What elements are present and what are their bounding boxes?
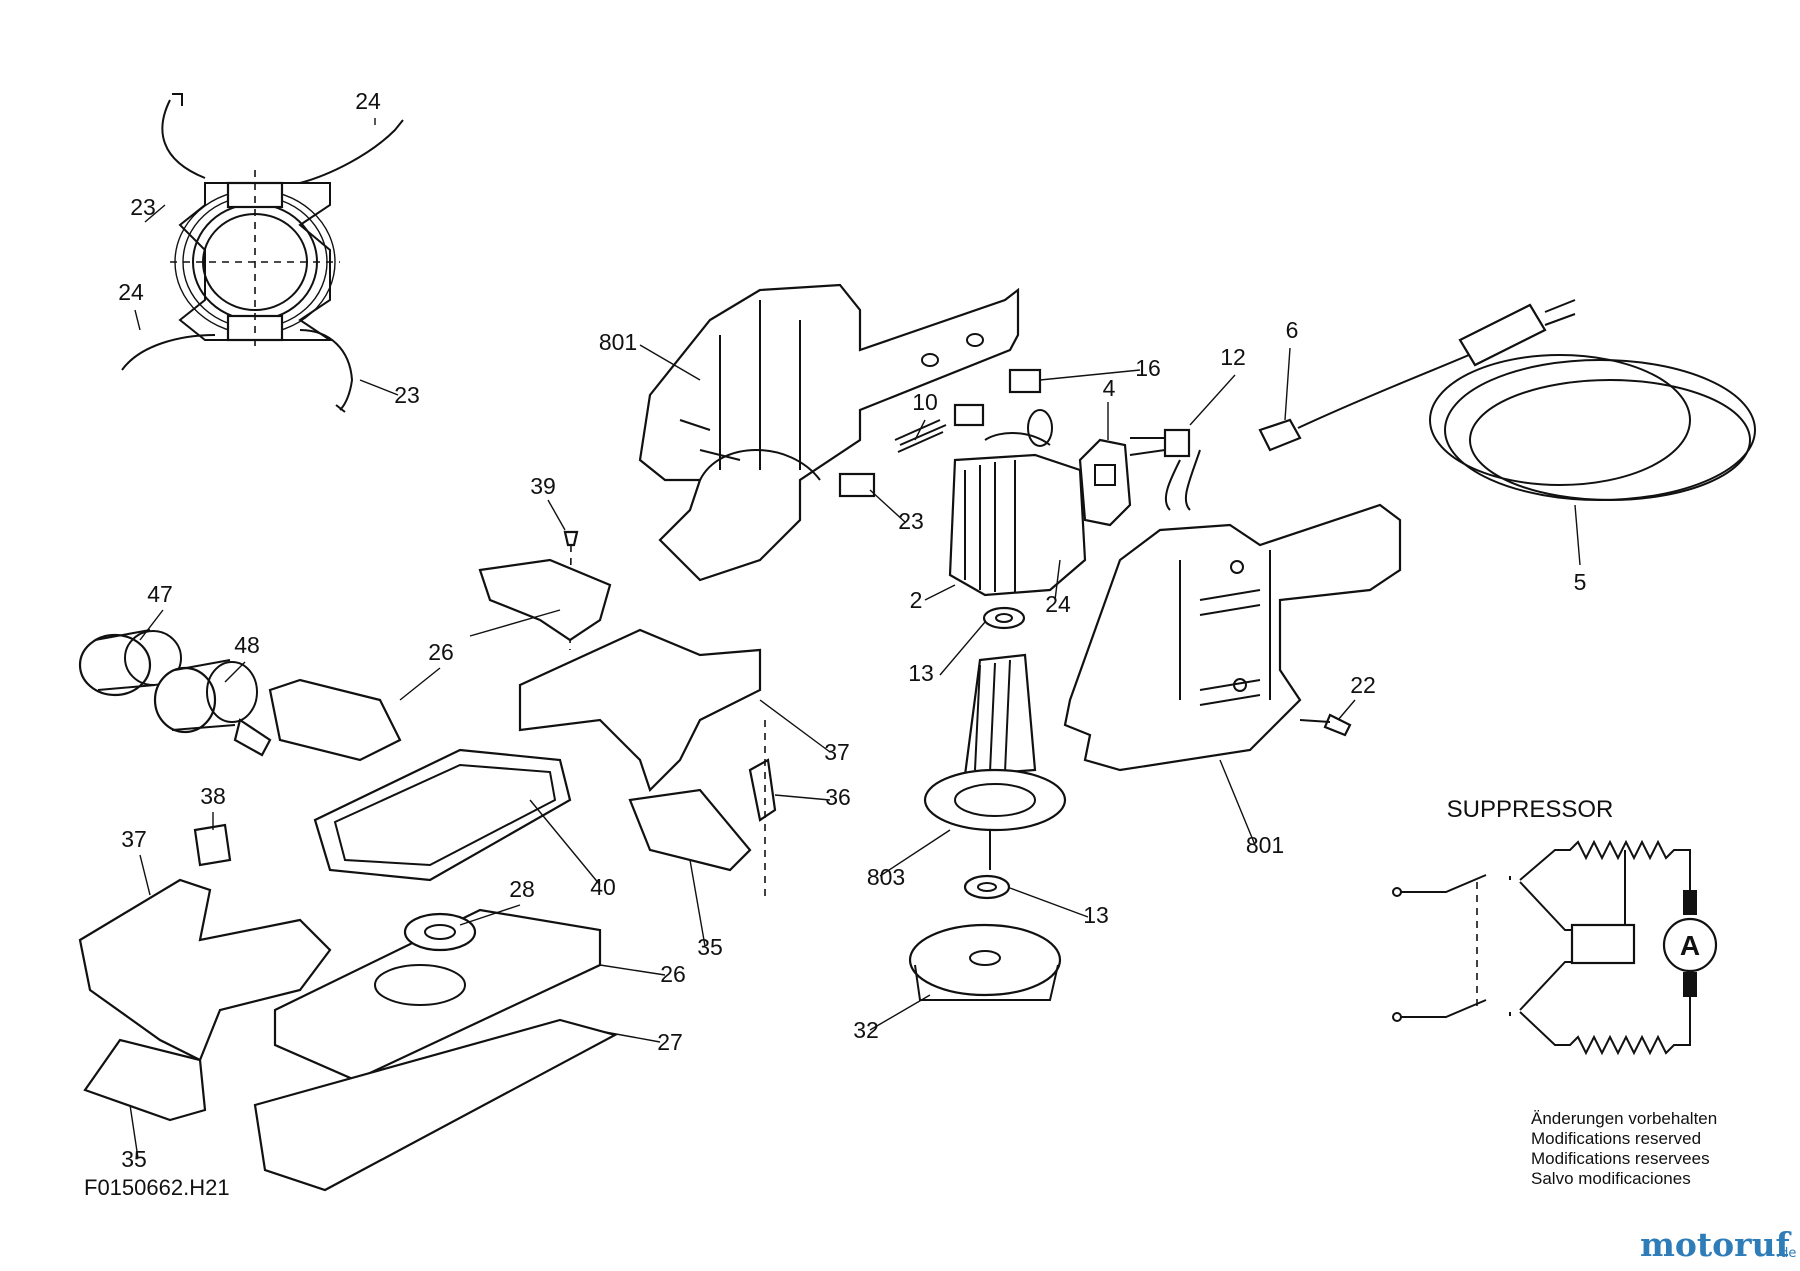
modification-notes: Änderungen vorbehalten Modifications res… — [1531, 1109, 1717, 1188]
callout-801: 801 — [599, 329, 637, 355]
callout-24: 24 — [355, 88, 381, 114]
dust-box-40 — [313, 748, 572, 882]
motor-brush-bottom — [1683, 972, 1697, 997]
callout-38: 38 — [200, 783, 226, 809]
callout-24: 24 — [1045, 591, 1071, 617]
motor-symbol — [1662, 917, 1718, 973]
field-coil-assembly — [121, 93, 404, 413]
callout-27: 27 — [657, 1029, 683, 1055]
callout-32: 32 — [853, 1017, 879, 1043]
screw-39 — [563, 530, 579, 547]
callout-23: 23 — [898, 508, 924, 534]
dust-filter-47 — [78, 629, 182, 697]
callout-6: 6 — [1286, 317, 1299, 343]
callout-37: 37 — [824, 739, 850, 765]
suppressor-box — [1570, 923, 1636, 965]
brand-watermark: motoruf .de — [1640, 1225, 1796, 1264]
callout-37: 37 — [121, 826, 147, 852]
brand-suffix: .de — [1776, 1246, 1796, 1261]
clamp-26-top — [478, 558, 612, 642]
callout-10: 10 — [912, 389, 938, 415]
callout-803: 803 — [867, 864, 905, 890]
callout-26: 26 — [428, 639, 454, 665]
note-french: Modifications reservees — [1531, 1149, 1710, 1168]
callout-36: 36 — [825, 784, 851, 810]
latch-35-right — [628, 788, 752, 872]
callout-40: 40 — [590, 874, 616, 900]
motor-brush-top — [1683, 890, 1697, 915]
stator-2 — [948, 409, 1087, 597]
fan-32 — [908, 923, 1062, 1001]
sanding-pad-27 — [253, 1018, 618, 1192]
base-plate-26 — [273, 908, 602, 1082]
callout-801: 801 — [1246, 832, 1284, 858]
brush-holder-parts — [838, 368, 1042, 498]
callout-4: 4 — [1103, 375, 1116, 401]
callout-39: 39 — [530, 473, 556, 499]
note-german: Änderungen vorbehalten — [1531, 1109, 1717, 1128]
plate-38 — [193, 823, 232, 867]
suppressor-title: SUPPRESSOR — [1447, 796, 1614, 823]
suppressor-capacitor-12 — [1163, 428, 1191, 458]
clip-36 — [748, 758, 777, 822]
callout-24: 24 — [118, 279, 144, 305]
callout-5: 5 — [1574, 569, 1587, 595]
housing-assembled-801 — [1063, 503, 1402, 772]
callout-13: 13 — [908, 660, 934, 686]
housing-half-801 — [638, 283, 1020, 582]
suppressor-schematic: SUPPRESSOR A — [1392, 796, 1718, 1056]
callout-47: 47 — [147, 581, 173, 607]
callout-22: 22 — [1350, 672, 1376, 698]
callout-35: 35 — [121, 1146, 147, 1172]
callout-26: 26 — [660, 961, 686, 987]
latch-35-left — [83, 1038, 207, 1122]
note-spanish: Salvo modificaciones — [1531, 1169, 1691, 1188]
armature-assembly — [923, 606, 1067, 900]
note-english: Modifications reserved — [1531, 1129, 1701, 1148]
callout-13: 13 — [1083, 902, 1109, 928]
dust-bag-48 — [153, 659, 272, 757]
leader-lines — [129, 118, 1581, 1159]
callout-12: 12 — [1220, 344, 1246, 370]
callout-23: 23 — [130, 194, 156, 220]
switch-4 — [1078, 438, 1132, 527]
clamp-26-mid — [268, 678, 402, 762]
callout-16: 16 — [1135, 355, 1161, 381]
motor-symbol-label: A — [1680, 930, 1700, 961]
callout-35: 35 — [697, 934, 723, 960]
callout-2: 2 — [910, 587, 923, 613]
callout-23: 23 — [394, 382, 420, 408]
drawing-code: F0150662.H21 — [84, 1175, 230, 1200]
brand-name: motoruf — [1640, 1225, 1792, 1264]
power-cord — [1258, 299, 1756, 501]
screw-22 — [1323, 713, 1352, 737]
cover-37-lower — [78, 878, 332, 1062]
cover-37-upper — [518, 628, 762, 793]
callout-48: 48 — [234, 632, 260, 658]
callout-28: 28 — [509, 876, 535, 902]
